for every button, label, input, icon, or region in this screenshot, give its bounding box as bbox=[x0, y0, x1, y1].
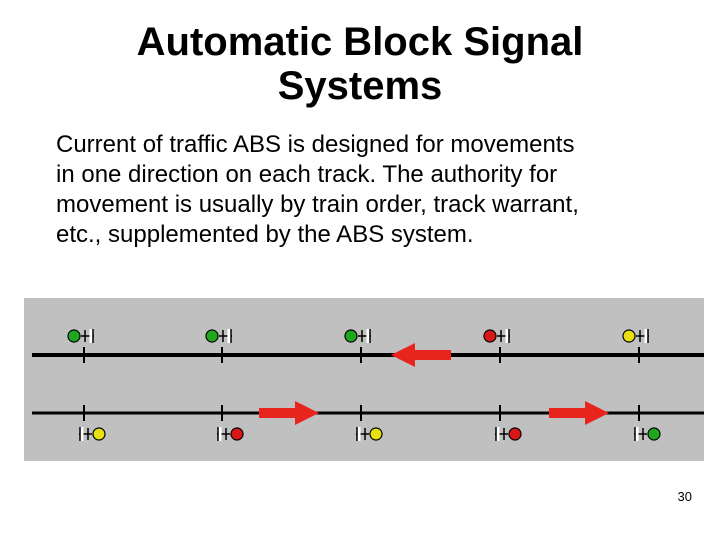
lower-direction-arrow-2 bbox=[549, 401, 609, 425]
lower-signal-4-lamp bbox=[508, 427, 522, 441]
upper-signal-3-lamp bbox=[344, 329, 358, 343]
slide-number: 30 bbox=[677, 489, 692, 504]
body-line-1: Current of traffic ABS is designed for m… bbox=[56, 131, 575, 158]
lower-signal-2-lamp bbox=[230, 427, 244, 441]
lower-signal-5-lamp bbox=[647, 427, 661, 441]
body-line-4: etc., supplemented by the ABS system. bbox=[56, 221, 474, 248]
body-line-3: movement is usually by train order, trac… bbox=[56, 191, 579, 218]
body-line-2: in one direction on each track. The auth… bbox=[56, 161, 558, 188]
diagram-background bbox=[24, 298, 704, 461]
upper-signal-2-lamp bbox=[205, 329, 219, 343]
upper-signal-5-lamp bbox=[622, 329, 636, 343]
lower-signal-1-lamp bbox=[92, 427, 106, 441]
title-line-1: Automatic Block Signal bbox=[136, 20, 584, 64]
lower-signal-3-lamp bbox=[369, 427, 383, 441]
slide-title: Automatic Block Signal Systems bbox=[60, 20, 660, 108]
lower-direction-arrow-1 bbox=[259, 401, 319, 425]
slide-body-text: Current of traffic ABS is designed for m… bbox=[56, 130, 686, 250]
upper-signal-1-lamp bbox=[67, 329, 81, 343]
upper-direction-arrow-1 bbox=[391, 343, 451, 367]
title-line-2: Systems bbox=[277, 64, 443, 108]
upper-signal-4-lamp bbox=[483, 329, 497, 343]
abs-track-diagram bbox=[24, 298, 704, 461]
